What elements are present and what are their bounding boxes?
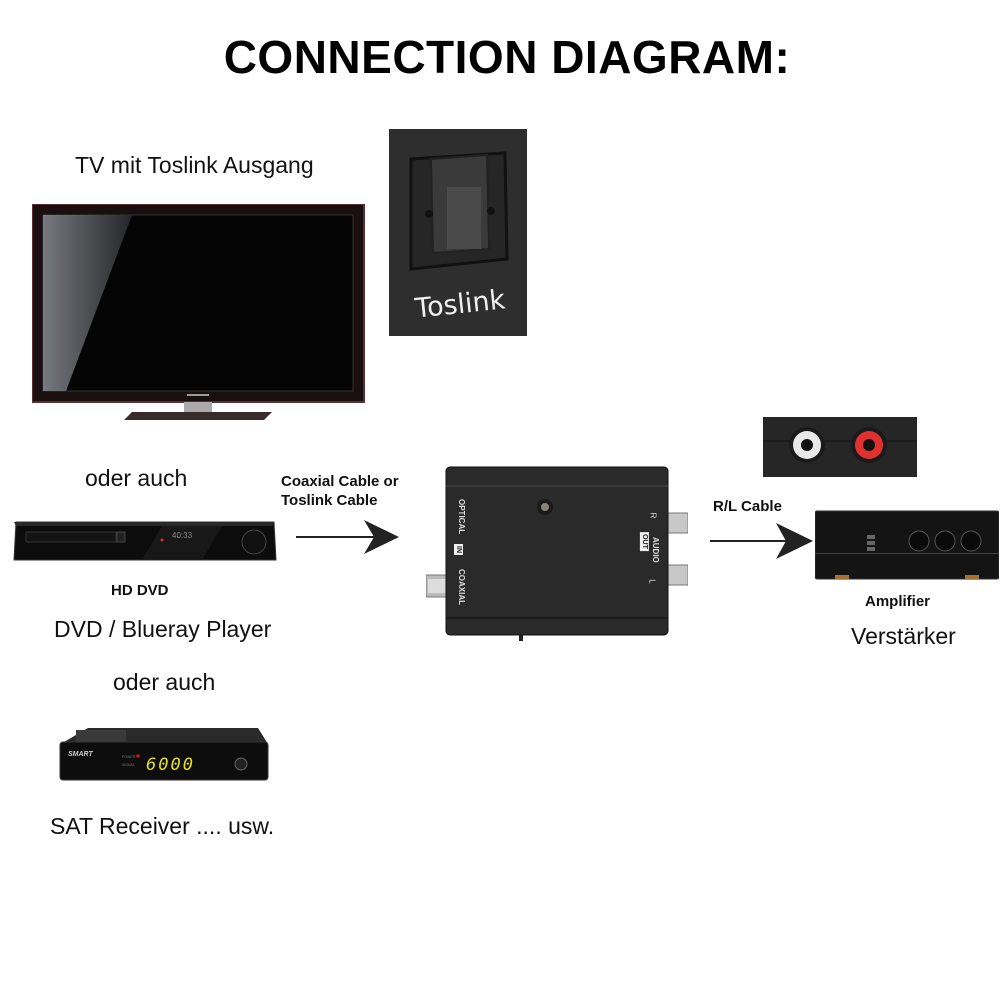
or-label-2: oder auch bbox=[113, 669, 216, 695]
svg-text:SMART: SMART bbox=[68, 751, 93, 758]
tv-image bbox=[32, 204, 366, 424]
output-cable-label: R/L Cable bbox=[713, 498, 782, 515]
optical-label: OPTICAL bbox=[457, 499, 466, 535]
audio-label: AUDIO bbox=[651, 537, 660, 563]
svg-text:POWER: POWER bbox=[122, 755, 136, 759]
sat-receiver-image: SMART POWER SIGNAL 6000 bbox=[58, 724, 272, 786]
amplifier-label: Amplifier bbox=[865, 593, 931, 610]
in-badge: IN bbox=[454, 544, 463, 555]
r-label: R bbox=[648, 512, 658, 519]
rca-jacks-image bbox=[763, 417, 917, 477]
or-label-1: oder auch bbox=[85, 465, 188, 491]
input-arrow-icon bbox=[296, 518, 400, 556]
l-label: L bbox=[647, 579, 657, 584]
input-cable-label: Coaxial Cable or Toslink Cable bbox=[281, 472, 399, 510]
toslink-port-image: Toslink bbox=[389, 129, 527, 336]
tv-label: TV mit Toslink Ausgang bbox=[75, 152, 314, 178]
input-cable-label-line2: Toslink Cable bbox=[281, 492, 378, 509]
svg-text:SIGNAL: SIGNAL bbox=[122, 763, 135, 767]
dvd-label: DVD / Blueray Player bbox=[54, 616, 272, 642]
converter-image: OPTICAL IN COAXIAL OUT AUDIO R L bbox=[426, 465, 688, 643]
amplifier-image bbox=[815, 509, 999, 585]
page-title: CONNECTION DIAGRAM: bbox=[223, 31, 791, 83]
amplifier-label-de: Verstärker bbox=[851, 623, 956, 649]
toslink-socket-icon bbox=[409, 151, 509, 271]
dvd-model-label: HD DVD bbox=[111, 582, 169, 599]
sat-label: SAT Receiver .... usw. bbox=[50, 813, 275, 839]
dvd-player-image: 40:33 bbox=[12, 518, 278, 564]
output-arrow-icon bbox=[710, 521, 814, 561]
input-cable-label-line1: Coaxial Cable or bbox=[281, 473, 399, 490]
out-badge: OUT bbox=[639, 532, 649, 551]
svg-text:6000: 6000 bbox=[146, 755, 195, 775]
coaxial-label: COAXIAL bbox=[457, 569, 466, 605]
svg-text:40:33: 40:33 bbox=[172, 531, 193, 540]
